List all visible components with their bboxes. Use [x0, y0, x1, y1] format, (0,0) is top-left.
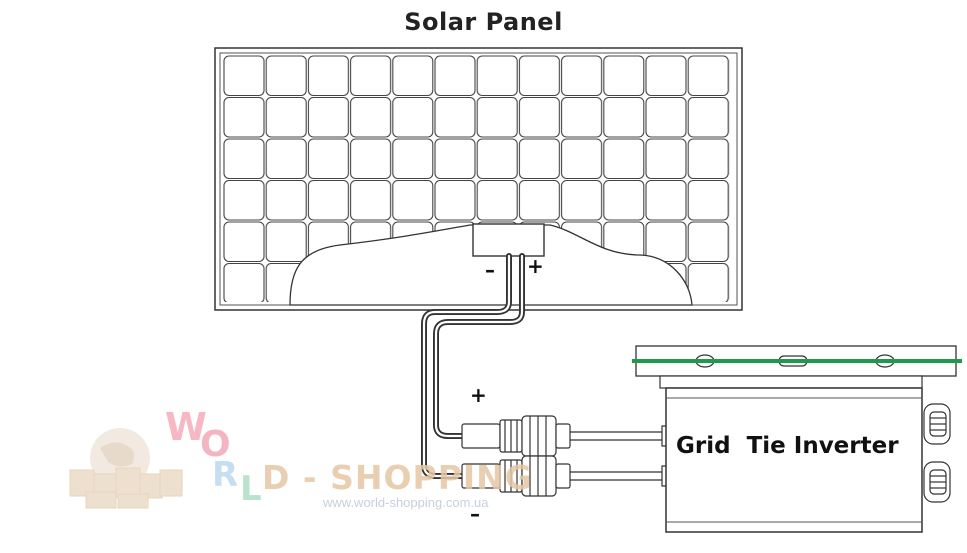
panel-positive-sign: + [527, 254, 544, 278]
connector-positive-sign: + [470, 383, 487, 407]
watermark-letter-w: W [165, 405, 207, 449]
inverter-box [665, 387, 923, 533]
connector-positive [461, 415, 571, 457]
connector-negative-sign: – [470, 502, 480, 526]
diagram-title: Solar Panel [404, 8, 563, 36]
watermark-letter-l: L [240, 469, 262, 509]
connector-negative [461, 455, 571, 497]
ac-connector-top [923, 403, 951, 445]
boxes-icon [69, 467, 183, 509]
watermark-logo: W O R L [69, 405, 262, 509]
watermark-brand-word: D - SHOPPING [262, 458, 533, 497]
solar-panel [214, 47, 743, 311]
watermark-letter-o: O [200, 424, 231, 465]
inverter-label: Grid Tie Inverter [676, 433, 899, 459]
grid-tie-inverter [632, 345, 962, 533]
cables [421, 253, 525, 479]
inverter-dc-leads [570, 425, 669, 487]
junction-box [472, 223, 545, 257]
ac-connector-bottom [923, 461, 951, 503]
panel-negative-sign: – [485, 258, 495, 282]
watermark-url: www.world-shopping.com.ua [323, 495, 489, 510]
watermark-letter-r: R [212, 455, 238, 495]
